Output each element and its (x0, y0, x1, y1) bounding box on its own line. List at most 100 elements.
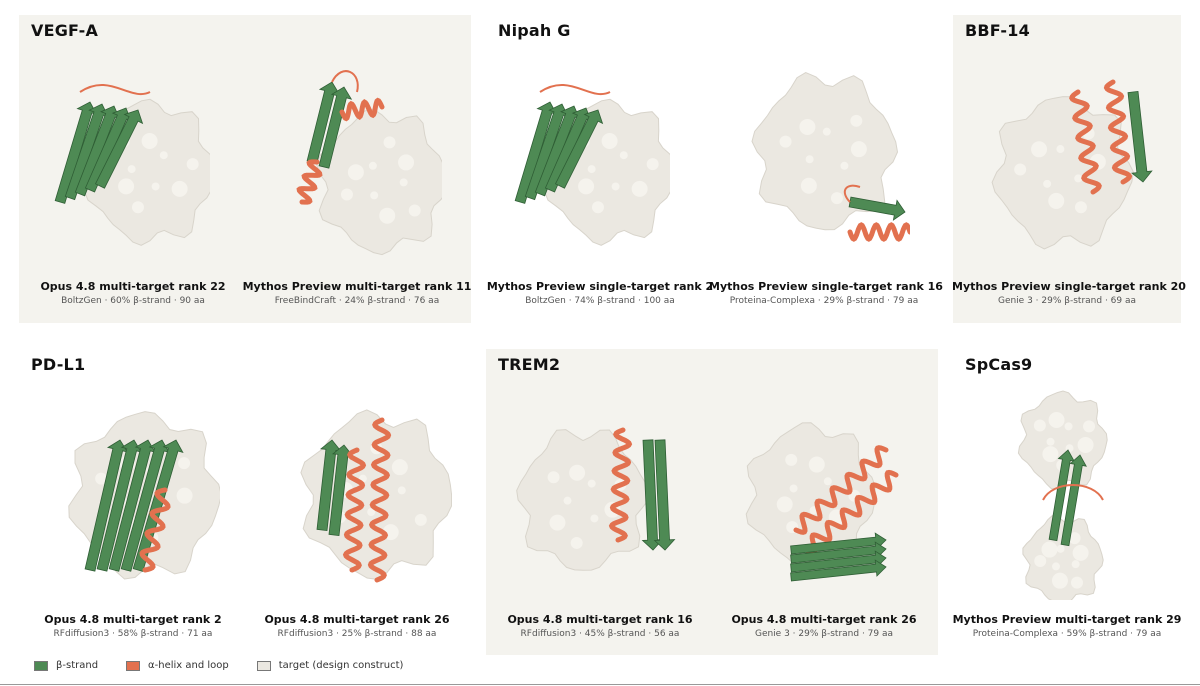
design-meta: Genie 3 · 29% β-strand · 79 aa (754, 629, 894, 639)
panel-title: VEGF-A (31, 21, 99, 40)
design-name: Mythos Preview single-target rank 20 (952, 280, 1186, 293)
design-caption: Mythos Preview single-target rank 16 Pro… (709, 280, 943, 306)
alpha-helix (608, 427, 633, 543)
surface-highlight (1074, 201, 1087, 214)
structure-render (50, 380, 220, 600)
surface-highlight (822, 127, 831, 136)
alpha-helix (793, 445, 889, 535)
beta-strand (84, 439, 129, 572)
target-surface (991, 96, 1134, 250)
beta-strand (641, 439, 664, 551)
beta-strand (848, 196, 906, 221)
structure-svg (300, 409, 452, 583)
structure-svg (296, 70, 442, 256)
beta-strand (534, 105, 581, 197)
design-caption: Mythos Preview multi-target rank 11 Free… (242, 280, 472, 306)
surface-highlight (159, 151, 168, 160)
surface-highlight (1070, 576, 1083, 589)
surface-highlight (1034, 554, 1047, 567)
design-caption: Opus 4.8 multi-target rank 26 Genie 3 · … (709, 613, 939, 639)
beta-strand (1048, 449, 1075, 542)
surface-highlight (127, 165, 136, 174)
surface-highlight (1033, 419, 1046, 432)
surface-highlight (785, 453, 798, 466)
panel-title: PD-L1 (31, 355, 86, 374)
beta-strand (74, 105, 121, 197)
design-meta: BoltzGen · 60% β-strand · 90 aa (61, 296, 205, 306)
alpha-helix (296, 159, 323, 205)
surface-highlight (186, 158, 199, 171)
structure-svg (516, 427, 676, 571)
design-caption: Mythos Preview multi-target rank 29 Prot… (952, 613, 1182, 639)
surface-highlight (646, 158, 659, 171)
design-name: Mythos Preview multi-target rank 29 (952, 613, 1182, 626)
surface-highlight (611, 182, 620, 191)
legend-item-target: target (design construct) (256, 660, 404, 671)
surface-highlight (368, 161, 377, 170)
loop (79, 84, 151, 95)
design-meta: Proteina-Complexa · 59% β-strand · 79 aa (972, 629, 1162, 639)
structure-svg (991, 79, 1153, 250)
surface-highlight (414, 513, 427, 526)
structure-svg (1017, 390, 1108, 600)
surface-highlight (779, 135, 792, 148)
target-surface (315, 108, 442, 256)
surface-highlight (1068, 532, 1081, 545)
alpha-helix (847, 222, 910, 242)
alpha-helix (342, 447, 367, 573)
surface-highlight (800, 177, 817, 194)
structure-render (272, 52, 442, 272)
surface-highlight (823, 477, 832, 486)
surface-highlight (340, 188, 353, 201)
surface-highlight (569, 464, 586, 481)
panel-title: Nipah G (498, 21, 571, 40)
legend: β-strand α-helix and loop target (design… (34, 660, 403, 671)
surface-highlight (549, 514, 566, 531)
loop (331, 70, 359, 93)
panel-pd-l1: PD-L1 (19, 349, 471, 655)
legend-item-strand: β-strand (34, 660, 98, 671)
surface-highlight (399, 178, 408, 187)
surface-highlight (141, 133, 158, 150)
surface-highlight (1064, 422, 1073, 431)
design-caption: Opus 4.8 multi-target rank 22 BoltzGen ·… (18, 280, 248, 306)
surface-highlight (1014, 163, 1027, 176)
beta-strand (96, 439, 143, 572)
surface-highlight (398, 154, 415, 171)
structure-svg (514, 84, 670, 246)
beta-strand (790, 559, 887, 582)
surface-highlight (601, 133, 618, 150)
surface-highlight (383, 136, 396, 149)
design-meta: FreeBindCraft · 24% β-strand · 76 aa (274, 296, 440, 306)
surface-highlight (408, 204, 421, 217)
beta-strand (514, 101, 558, 204)
surface-highlight (1051, 572, 1068, 589)
surface-highlight (1048, 412, 1065, 429)
alpha-helix (139, 487, 171, 573)
surface-highlight (805, 155, 814, 164)
beta-strand (554, 109, 604, 189)
legend-swatch (126, 660, 141, 671)
surface-highlight (1042, 446, 1059, 463)
surface-highlight (587, 165, 596, 174)
alpha-helix (1103, 79, 1133, 185)
beta-strand (108, 439, 156, 572)
design-meta: RFdiffusion3 · 45% β-strand · 56 aa (520, 629, 680, 639)
surface-highlight (151, 182, 160, 191)
surface-highlight (1071, 560, 1080, 569)
structure-render (740, 52, 910, 272)
surface-highlight (591, 201, 604, 214)
surface-highlight (840, 161, 849, 170)
beta-strand (94, 109, 144, 189)
loop (843, 184, 861, 203)
design-meta: Genie 3 · 29% β-strand · 69 aa (997, 296, 1137, 306)
structure-render (983, 52, 1153, 272)
legend-label: target (design construct) (278, 660, 404, 671)
design-caption: Opus 4.8 multi-target rank 26 RFdiffusio… (242, 613, 472, 639)
surface-highlight (1077, 436, 1094, 453)
surface-highlight (1043, 179, 1052, 188)
beta-strand (653, 439, 676, 551)
alpha-helix (803, 469, 899, 556)
beta-strand (1060, 454, 1087, 547)
design-name: Mythos Preview single-target rank 16 (709, 280, 943, 293)
